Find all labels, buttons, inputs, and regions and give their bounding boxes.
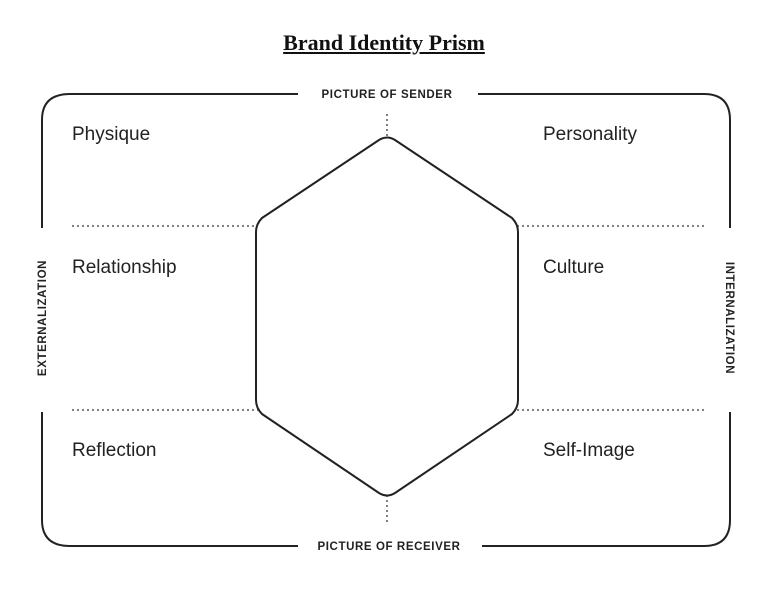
facet-self-image: Self-Image xyxy=(543,440,635,461)
edge-label-top: PICTURE OF SENDER xyxy=(322,89,453,101)
facet-relationship: Relationship xyxy=(72,257,177,278)
page-title: Brand Identity Prism xyxy=(283,30,485,55)
edge-label-bottom: PICTURE OF RECEIVER xyxy=(317,541,460,553)
facet-physique: Physique xyxy=(72,124,150,145)
facet-culture: Culture xyxy=(543,257,604,278)
frame-bottom-right-segment xyxy=(482,412,731,547)
facet-reflection: Reflection xyxy=(72,440,157,461)
edge-label-left: EXTERNALIZATION xyxy=(37,260,49,376)
edge-label-right: INTERNALIZATION xyxy=(723,262,735,374)
frame-top-right-segment xyxy=(478,93,731,228)
prism-hexagon xyxy=(255,136,519,497)
frame-bottom-left-segment xyxy=(41,412,298,547)
facet-personality: Personality xyxy=(543,124,637,145)
frame-top-left-segment xyxy=(41,93,298,228)
